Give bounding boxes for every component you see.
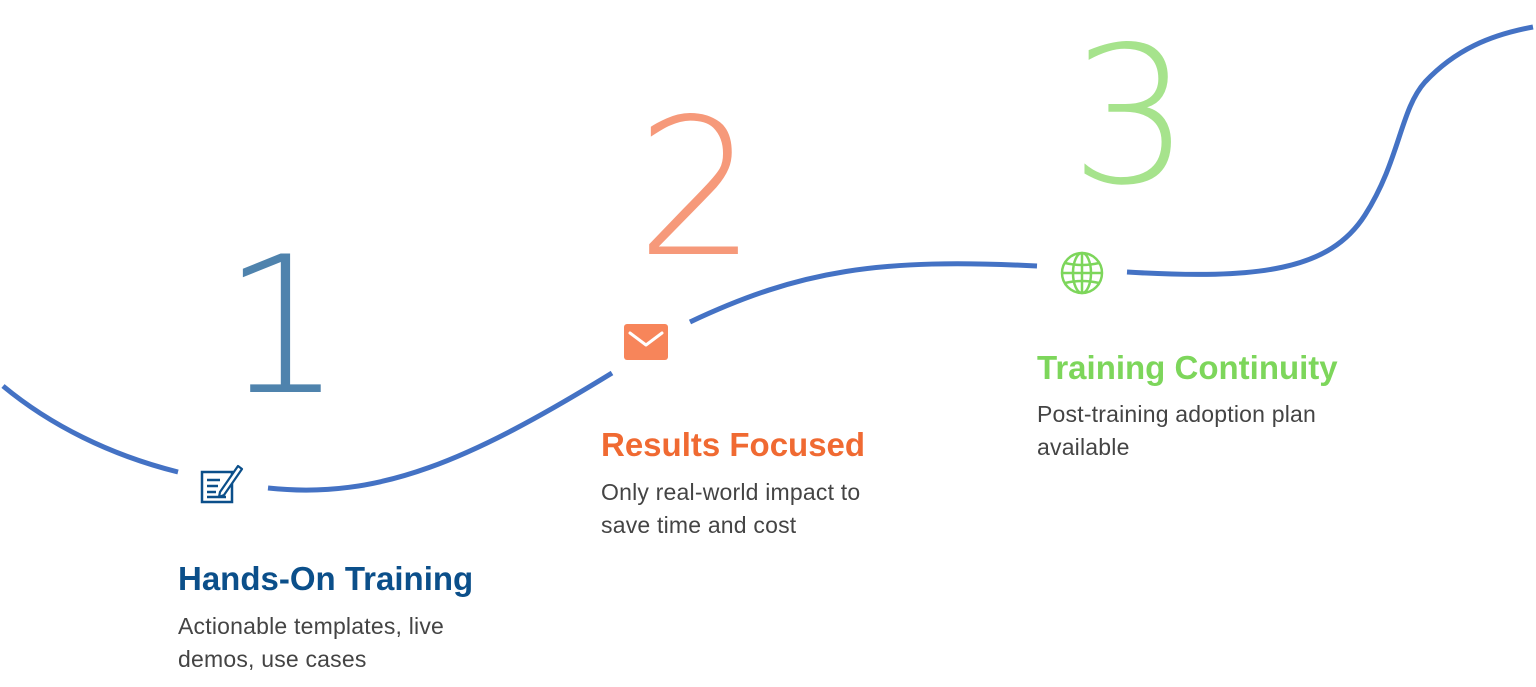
curve-segment-2-3 — [688, 261, 1038, 325]
globe-icon — [1058, 250, 1106, 296]
step-2-description: Only real-world impact to save time and … — [601, 479, 861, 538]
step-1-number: 1 — [222, 216, 343, 437]
curve-segment-start — [1, 384, 179, 475]
mail-icon — [622, 322, 670, 362]
curve-segment-1-2 — [267, 370, 614, 493]
step-3-title: Training Continuity — [1037, 349, 1338, 386]
step-1-description: Actionable templates, live demos, use ca… — [178, 613, 445, 672]
curve-segment-end — [1126, 24, 1534, 277]
step-3-description: Post-training adoption plan available — [1037, 401, 1317, 460]
step-3-number: 3 — [1070, 6, 1191, 227]
step-2-title: Results Focused — [601, 426, 866, 463]
step-1-title: Hands-On Training — [178, 560, 474, 597]
edit-document-icon — [198, 460, 244, 506]
step-2-number: 2 — [636, 78, 757, 299]
